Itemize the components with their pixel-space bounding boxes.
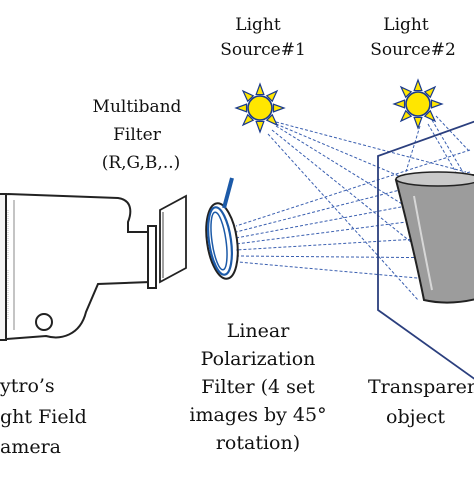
polarizer-ring-outer: [205, 202, 239, 280]
ray: [235, 235, 467, 251]
cup-highlight: [413, 195, 433, 291]
label-camera: ytro’s ght Field amera: [0, 375, 87, 458]
filter-plate: [159, 194, 187, 284]
sun-disc: [247, 95, 273, 121]
sun-ray: [413, 116, 423, 130]
label-line: rotation): [216, 432, 300, 454]
label-line: ytro’s: [0, 375, 55, 397]
label-line: Light: [383, 15, 429, 35]
label-line: Polarization: [201, 348, 316, 370]
sun-ray: [234, 103, 248, 113]
polarization-filter: [205, 177, 239, 280]
sun-ray: [272, 103, 286, 113]
label-light-source-1: Light Source#1: [220, 15, 306, 60]
sun-ray: [255, 82, 265, 96]
sun-disc: [405, 91, 431, 117]
label-light-source-2: Light Source#2: [370, 15, 456, 60]
ray: [403, 125, 421, 179]
camera-lens: [147, 225, 157, 289]
sun-ray: [265, 113, 279, 127]
camera-grip: [0, 193, 7, 341]
ray: [267, 133, 419, 301]
camera-button: [35, 313, 53, 331]
label-line: Source#2: [370, 40, 456, 60]
sun-ray: [392, 99, 406, 109]
sun-ray: [423, 85, 437, 99]
ray: [275, 121, 467, 173]
label-line: Filter (4 set: [201, 376, 315, 398]
label-line: ght Field: [0, 406, 87, 428]
cup-rim: [395, 171, 474, 187]
camera-body: [0, 192, 151, 341]
label-transparent-object: Transparen object: [368, 376, 474, 428]
sun-ray: [423, 109, 437, 123]
object-frame: [377, 120, 474, 380]
light-source-1-sun: [234, 82, 286, 134]
sun-ray: [241, 89, 255, 103]
label-polarization-filter: Linear Polarization Filter (4 set images…: [189, 320, 326, 454]
ray: [427, 123, 459, 177]
sun-ray: [430, 99, 444, 109]
label-line: Transparen: [368, 376, 474, 398]
label-line: Light: [235, 15, 281, 35]
light-source-2-sun: [392, 78, 444, 130]
label-line: Multiband: [93, 97, 182, 117]
polarizer-ring-inner: [207, 206, 233, 276]
ray: [271, 129, 469, 289]
transparent-cup: [394, 172, 474, 304]
label-line: Filter: [113, 125, 162, 145]
light-field-camera: [0, 192, 157, 341]
sun-ray: [399, 109, 413, 123]
ray: [235, 213, 469, 245]
sun-ray: [413, 78, 423, 92]
ray: [235, 149, 471, 227]
label-line: (R,G,B,..): [102, 153, 181, 173]
label-multiband-filter: Multiband Filter (R,G,B,..): [93, 97, 182, 173]
polarizer-ring-core: [210, 211, 228, 271]
label-line: Source#1: [220, 40, 306, 60]
ray: [435, 115, 471, 153]
polarizer-handle: [222, 177, 234, 209]
label-line: Linear: [227, 320, 291, 342]
sun-ray: [265, 89, 279, 103]
sun-ray: [399, 85, 413, 99]
label-line: images by 45°: [189, 404, 326, 426]
multiband-filter: [159, 194, 187, 284]
label-line: object: [386, 406, 445, 428]
label-line: amera: [0, 436, 61, 458]
sun-ray: [241, 113, 255, 127]
sun-ray: [255, 120, 265, 134]
transparent-object-frame: [377, 120, 474, 380]
